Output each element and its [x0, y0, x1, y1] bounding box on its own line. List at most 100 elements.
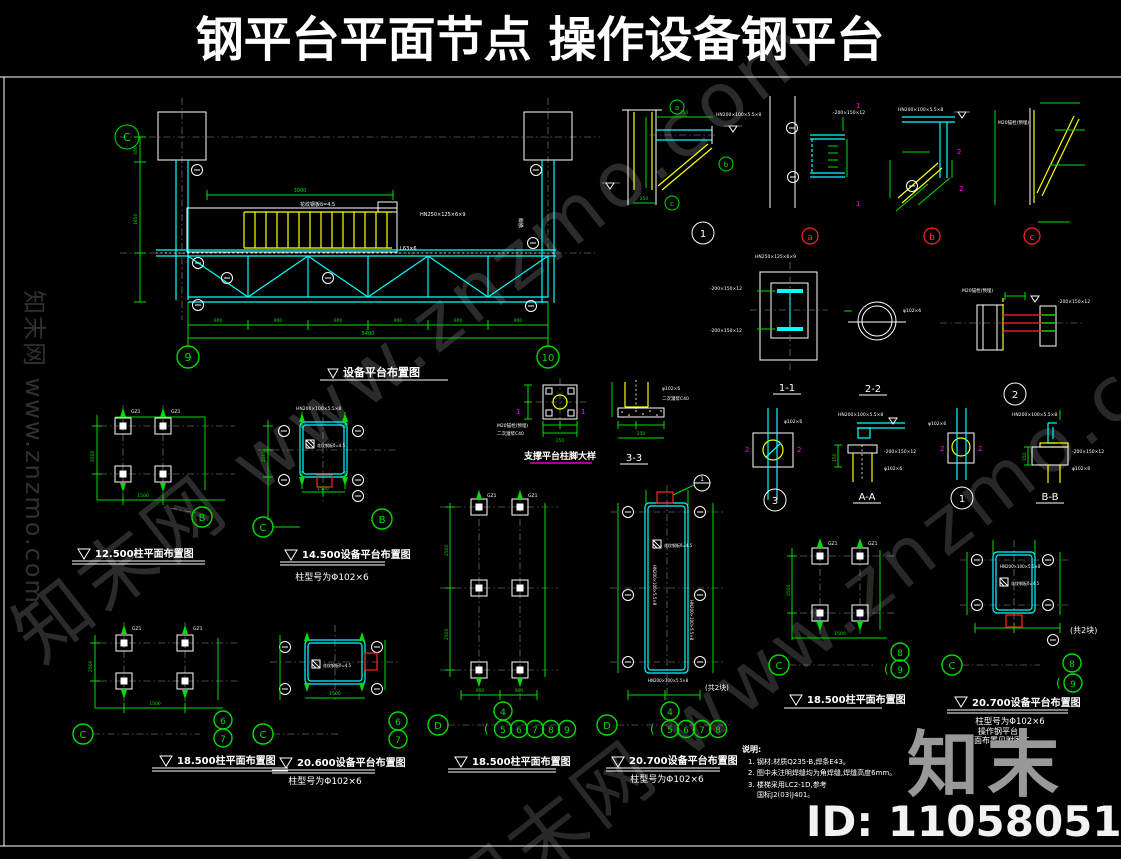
section-label-3-3: 3-3	[626, 453, 642, 464]
dim-total: 5400	[362, 331, 375, 337]
baseplate-detail-drawing: 250 1 1 M20锚栓(预埋) 二次灌浆C40 支撑平台柱脚大样	[497, 378, 596, 464]
label-d2-bolt: M20锚栓(预埋)	[962, 287, 993, 294]
dim-p18c-left: 2500	[786, 584, 792, 596]
label-base-bolt: M20锚栓(预埋)	[497, 422, 528, 429]
label-d1-beam: HN200×100×5.5×8	[716, 112, 761, 118]
grid-bubble-C: C	[123, 131, 131, 144]
grid-bubble-7: 7	[395, 736, 401, 746]
grid-bubble-6: 6	[395, 718, 401, 728]
label-da-plate: -200×150×12	[833, 110, 865, 116]
section-mark: 2	[959, 185, 963, 193]
label-p20700a-beam1: HN200×100×5.5×8	[652, 565, 657, 606]
caption-p20700a: 20.700设备平台布置图	[629, 754, 738, 767]
section-mark: 2	[978, 445, 982, 453]
dim-panel: 900	[394, 318, 403, 324]
dim-panel: 900	[274, 318, 283, 324]
grid-bubble-4: 4	[667, 708, 673, 718]
detail-a-drawing: -200×150×12 1 1 a	[769, 96, 865, 245]
grid-bubble-5: 5	[500, 726, 506, 736]
dim-base: 250	[556, 438, 565, 444]
detail-1-drawing: 750 250 HN200×100×5.5×8 a b c 1	[602, 99, 761, 245]
plan-18500c-drawing: 2500 1500 GZ1 GZ1 C 8 ( 9 18.500柱平面布置图	[768, 538, 910, 709]
plan-20700a-drawing: 1 花纹钢板δ=4.5 HN200×100×5.5×8 HN200×100×5.…	[596, 474, 738, 785]
label-col: GZ1	[487, 493, 497, 499]
label-sbb-beam: HN200×100×5.5×8	[1012, 412, 1057, 418]
grid-bubble-7: 7	[699, 726, 705, 736]
detail-bubble-c: c	[1030, 233, 1035, 243]
label-s11-1: -200×150×12	[710, 286, 742, 292]
label-col: GZ1	[131, 409, 141, 415]
page-title: 钢平台平面节点 操作设备钢平台	[196, 12, 885, 68]
note-item: 1. 钢材:材质Q235-B,焊条E43。	[748, 757, 850, 766]
label-p14-grating: 花纹钢板δ=4.5	[317, 442, 346, 448]
paren: (	[650, 722, 655, 736]
detail-2-drawing: M20锚栓(预埋) -200×150×12 2	[940, 287, 1090, 406]
plan-12500-drawing: 2500 1500 GZ1 GZ1 B 12.500柱平面布置图	[72, 405, 235, 565]
detail-bubble-2: 2	[1012, 390, 1018, 401]
dim-p12-bot: 1500	[137, 493, 149, 499]
detail-3-drawing: 2 2 φ102×6 3	[745, 408, 802, 512]
grid-bubble-C: C	[776, 661, 783, 672]
dim-detail1b: 250	[640, 196, 649, 202]
label-saa-plate: -200×150×12	[884, 449, 916, 455]
label-beam: HN250×125×6×9	[420, 212, 466, 218]
label-d1b-pipe: φ102×6	[928, 421, 946, 427]
caption-p18b: 18.500柱平面布置图	[472, 755, 571, 768]
detail-bubble-3: 3	[772, 496, 778, 507]
callout-number: 1	[700, 476, 704, 483]
detail-bubble-a: a	[807, 233, 813, 243]
label-d3-pipe: φ102×6	[784, 419, 802, 425]
paren: (	[1056, 676, 1061, 690]
section-mark: 2	[957, 148, 961, 156]
subcaption-p20700b-2: 操作钢平台	[978, 726, 1018, 736]
paren: (	[884, 662, 889, 676]
grid-bubble-7: 7	[532, 726, 538, 736]
grid-bubble-4: 4	[500, 708, 506, 718]
tag-c: c	[670, 200, 674, 208]
note-item: 国标J2(03)J401。	[757, 790, 814, 799]
label-p20700b-grating: 花纹钢板δ=4.5	[1011, 580, 1040, 586]
grid-bubble-C: C	[260, 523, 267, 534]
section-label-B-B: B-B	[1042, 492, 1059, 503]
grid-bubble-8: 8	[715, 726, 721, 736]
tag-b: b	[724, 161, 729, 169]
detail-bubble-1b: 1	[959, 494, 965, 505]
dim-p18a-bot: 1500	[149, 701, 161, 707]
caption-p20600: 20.600设备平台布置图	[297, 756, 406, 769]
grid-bubble-C: C	[949, 661, 956, 672]
grid-bubble-D: D	[603, 721, 611, 732]
dim-s33: 250	[637, 431, 646, 437]
watermark-diagonal-1: 知末网 www.znzmo.com	[0, 0, 832, 679]
section-mark: 1	[856, 102, 860, 110]
image-id: ID: 1105805190	[806, 797, 1121, 846]
label-col: GZ1	[132, 626, 142, 632]
label-sbb-pipe: φ102×6	[1072, 466, 1090, 472]
label-p20600-grating: 花纹钢板δ=4.5	[323, 662, 352, 668]
caption-base-detail: 支撑平台柱脚大样	[523, 450, 596, 462]
label-db-beam: HN200×100×5.5×8	[898, 107, 943, 113]
znzmo-logo: 知末	[907, 723, 1067, 807]
subcaption-p20600: 柱型号为Φ102×6	[288, 775, 362, 787]
grid-bubble-8: 8	[548, 726, 554, 736]
label-col: GZ1	[193, 626, 203, 632]
subcaption-p20700b-1: 柱型号为Φ102×6	[975, 716, 1044, 727]
qty-note: (共2块)	[1070, 625, 1097, 635]
note-item: 3. 楼梯采用LC2-1D,参考	[748, 780, 827, 789]
dim-p18a-left: 2500	[88, 660, 94, 672]
label-p14-beam: HN200×100×5.5×8	[296, 406, 341, 412]
grid-bubble-C: C	[260, 730, 267, 741]
dim-saa: 150	[832, 453, 838, 462]
dim-panel: 900	[514, 318, 523, 324]
label-s11-3: HN250×125×6×9	[755, 254, 796, 260]
grid-bubble-B: B	[379, 515, 386, 526]
section-3-3-drawing: 250 φ102×6 二次灌浆C40 3-3	[611, 380, 689, 465]
section-B-B-drawing: 150 -200×150×12 φ102×6 HN200×100×5.5×8 B…	[1012, 410, 1104, 504]
subcaption-p14: 柱型号为Φ102×6	[295, 571, 369, 583]
plan-20700b-drawing: 花纹钢板δ=4.5 HN200×100×5.5×8 (共2块) C 8 ( 9 …	[941, 540, 1097, 745]
grid-bubble-8: 8	[897, 649, 903, 659]
dim-p14-bot: 1500	[317, 486, 329, 492]
label-s33-grout: 二次灌浆C40	[662, 395, 689, 402]
label-s11-2: -200×150×12	[710, 328, 742, 334]
note-item: 2. 图中未注明焊缝均为角焊缝,焊缝高度6mm。	[748, 768, 896, 777]
